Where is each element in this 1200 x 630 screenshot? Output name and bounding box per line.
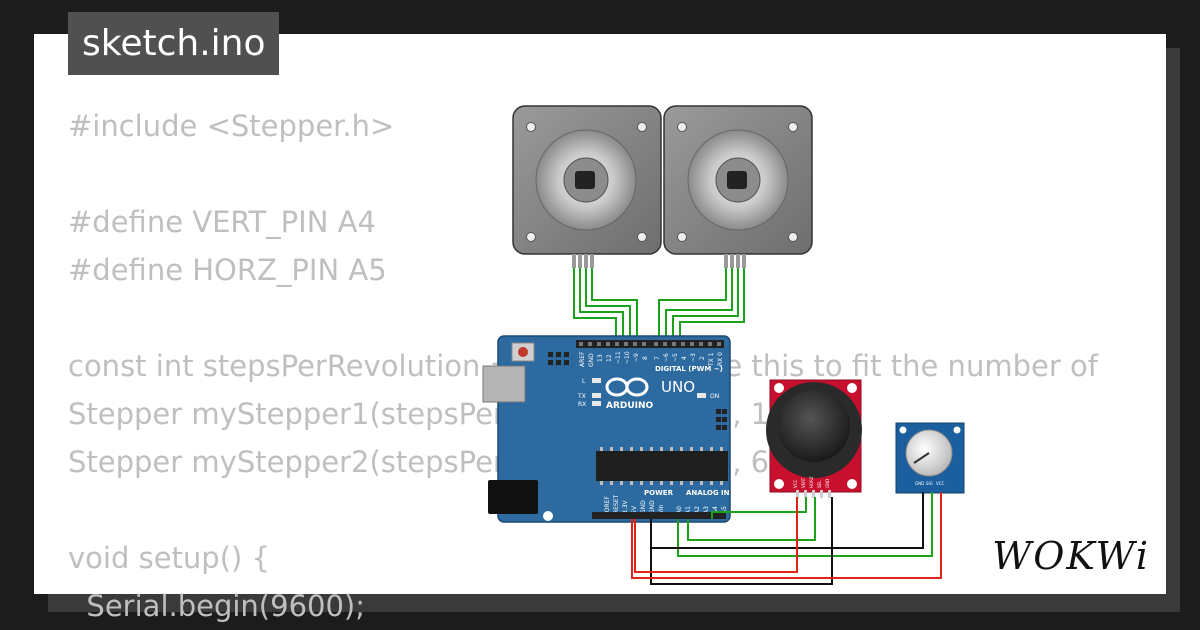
pin-label-aref: AREF [579, 351, 586, 367]
led-label-rx: RX [578, 401, 586, 408]
pin-label-gnd-2: GND [649, 500, 656, 514]
pin-label-3: ~3 [690, 353, 697, 362]
potentiometer[interactable]: GND SIG VCC [895, 422, 965, 494]
pot-pin-sig: SIG [926, 481, 933, 486]
joystick-pin-vcc: VCC [793, 479, 798, 488]
pin-label-a1: A1 [685, 506, 692, 514]
pin-label-a0: A0 [676, 506, 683, 514]
pin-label-6: ~6 [663, 353, 670, 362]
pot-pin-vcc: VCC [936, 481, 945, 486]
uno-model-label: UNO [661, 378, 695, 396]
pin-label-reset: RESET [613, 494, 620, 514]
code-line-4: #define HORZ_PIN A5 [68, 253, 387, 287]
joystick-pin-horz: HORZ [809, 476, 814, 488]
stepper-motor-1[interactable] [512, 105, 662, 268]
motor-2-wires [658, 268, 745, 342]
pin-label-gnd: GND [588, 353, 595, 367]
pin-label-a4: A4 [712, 506, 719, 514]
analog-header-label: ANALOG IN [686, 489, 730, 497]
pin-label-5: ~5 [672, 353, 679, 362]
pin-label-13: 13 [597, 354, 604, 362]
pin-label-rx: RX 0 [717, 352, 724, 366]
code-line-10: void setup() { [68, 541, 270, 575]
joystick-pin-vert: VERT [801, 477, 806, 488]
pin-label-4: 4 [681, 356, 688, 360]
pin-label-7: 7 [654, 356, 661, 360]
power-header-label: POWER [644, 489, 674, 497]
pin-label-10: ~10 [624, 351, 631, 364]
arduino-uno-board[interactable]: AREF GND 13 12 ~11 ~10 ~9 8 7 ~6 ~5 4 ~3… [482, 335, 731, 523]
pin-label-vin: Vin [658, 504, 665, 514]
joystick-pin-sel: SEL [817, 480, 822, 488]
pin-label-gnd-1: GND [640, 500, 647, 514]
pin-label-a3: A3 [703, 506, 710, 514]
pot-pin-gnd: GND [915, 481, 924, 486]
digital-header-label: DIGITAL (PWM ~) [655, 365, 723, 373]
motor-1-wires [573, 268, 638, 342]
led-label-on: ON [710, 393, 719, 400]
pin-label-12: 12 [606, 354, 613, 362]
arduino-infinity-logo [605, 377, 649, 397]
filename-tab[interactable]: sketch.ino [68, 12, 280, 75]
pin-label-9: ~9 [633, 353, 640, 362]
signal-wires [631, 492, 942, 585]
joystick-pin-gnd: GND [825, 479, 830, 488]
pin-label-ioref: IOREF [604, 496, 611, 514]
wokwi-logo: WOKWi [992, 534, 1150, 578]
code-line-3: #define VERT_PIN A4 [68, 205, 376, 239]
pin-label-a2: A2 [694, 506, 701, 514]
analog-joystick[interactable]: VCC VERT HORZ SEL GND [766, 379, 862, 498]
code-line-1: #include <Stepper.h> [68, 109, 395, 143]
arduino-brand-label: ARDUINO [606, 401, 654, 411]
led-label-l: L [582, 378, 586, 385]
pin-label-2: 2 [699, 356, 706, 360]
pin-label-8: 8 [642, 356, 649, 360]
pin-label-5v: 5V [631, 505, 638, 514]
stepper-motor-2[interactable] [663, 105, 813, 268]
pin-label-a5: A5 [721, 506, 728, 514]
pin-label-tx: TX 1 [708, 352, 715, 367]
code-line-11: Serial.begin(9600); [68, 589, 366, 623]
led-label-tx: TX [577, 393, 586, 400]
pin-label-11: ~11 [615, 351, 622, 364]
pin-label-3v3: 3.3V [622, 499, 629, 514]
